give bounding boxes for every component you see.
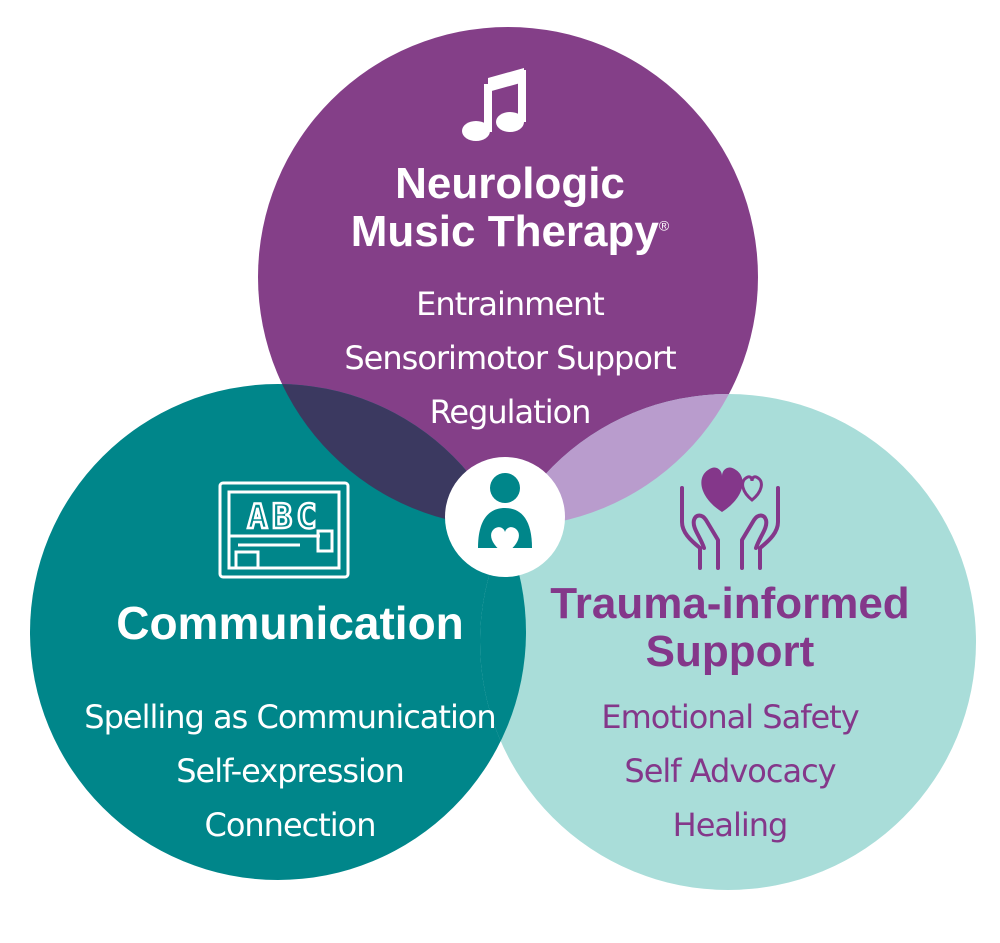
trauma-title: Trauma-informed Support: [520, 579, 940, 677]
music-title-line2: Music Therapy: [350, 207, 659, 257]
music-title-line1: Neurologic: [395, 159, 625, 208]
trauma-item: Healing: [672, 806, 789, 844]
abc-board-icon: ABC: [218, 481, 350, 579]
music-circle: [258, 27, 758, 527]
music-note-icon: [462, 68, 526, 141]
communication-circle: [30, 384, 526, 880]
trauma-item: Self Advocacy: [624, 752, 836, 790]
communication-item: Self-expression: [176, 752, 405, 790]
communication-item: Connection: [204, 806, 376, 844]
person-heart-icon: [478, 473, 532, 554]
communication-title: Communication: [116, 597, 464, 649]
music-title: Neurologic Music Therapy®: [300, 159, 720, 257]
trauma-title-line2: Support: [645, 627, 815, 677]
music-item: Entrainment: [416, 285, 605, 323]
abc-board-text: ABC: [247, 497, 320, 537]
music-item: Sensorimotor Support: [344, 339, 676, 377]
trauma-title-line1: Trauma-informed: [550, 579, 910, 628]
trauma-item-list: Emotional Safety Self Advocacy Healing: [520, 690, 940, 852]
music-item: Regulation: [429, 393, 592, 431]
music-title-line2-wrap: Music Therapy®: [300, 208, 720, 256]
music-item-list: Entrainment Sensorimotor Support Regulat…: [300, 277, 720, 439]
hands-hearts-icon: [680, 467, 780, 570]
trauma-circle: [480, 394, 976, 890]
trauma-item: Emotional Safety: [601, 698, 859, 736]
communication-item: Spelling as Communication: [84, 698, 496, 736]
communication-item-list: Spelling as Communication Self-expressio…: [60, 690, 520, 852]
registered-mark: ®: [658, 217, 670, 234]
